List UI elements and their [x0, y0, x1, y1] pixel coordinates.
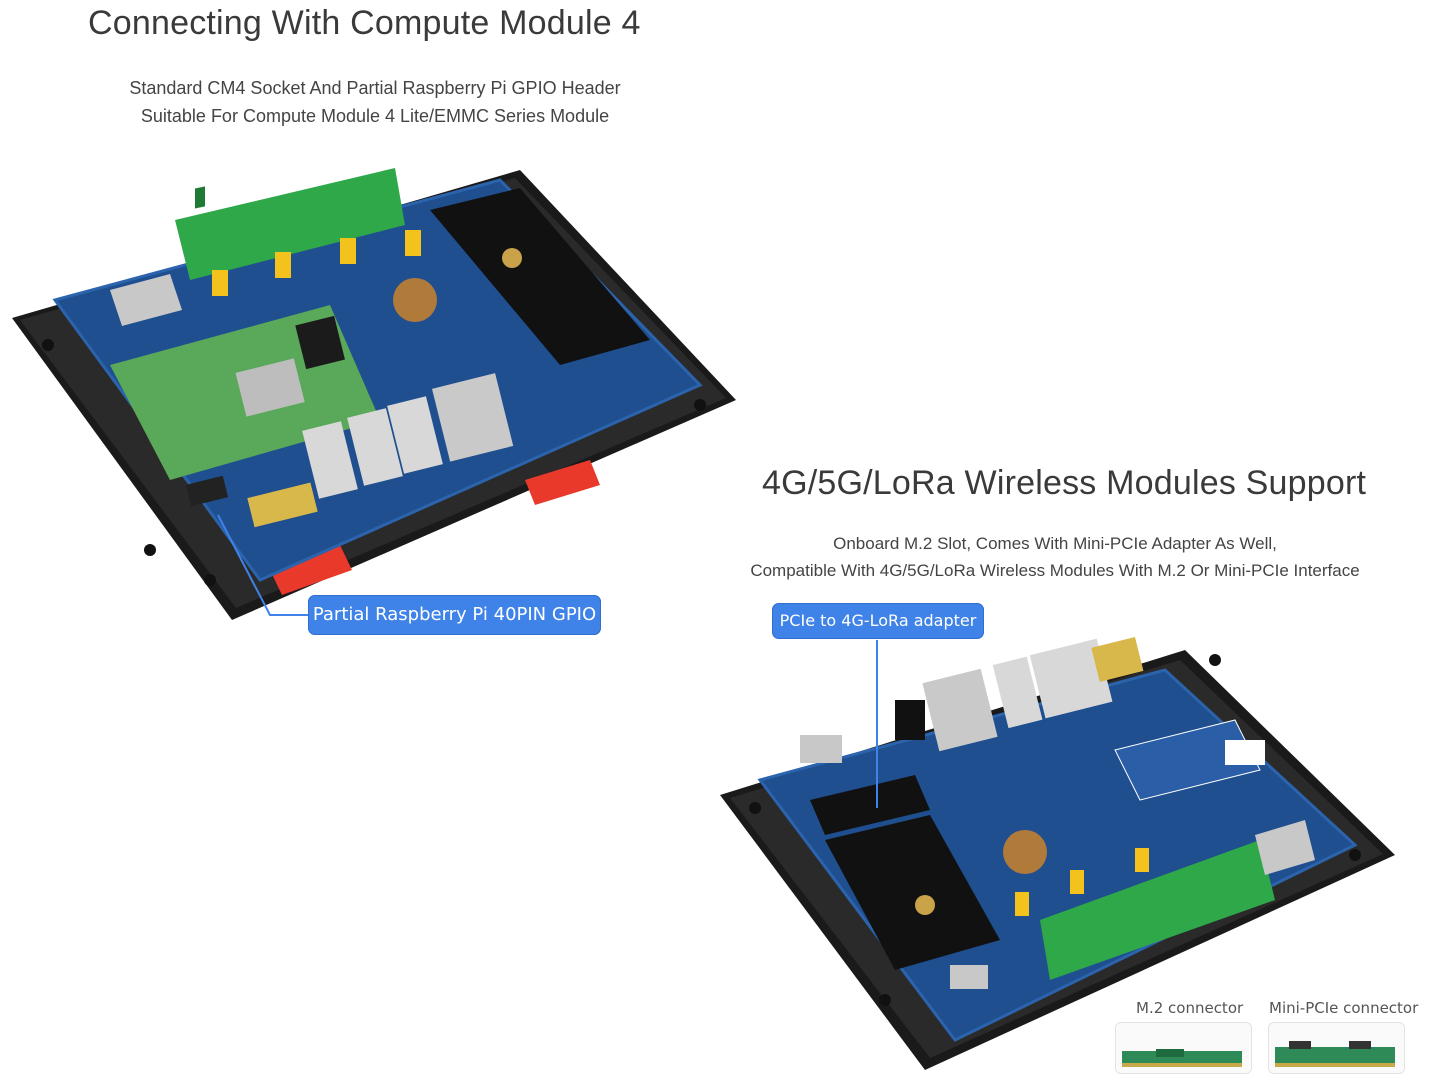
ethernet-port — [431, 373, 514, 462]
minipcie-connector-image — [1268, 1022, 1405, 1074]
usb-c-port — [800, 735, 842, 763]
terminal-block-2 — [1040, 840, 1275, 980]
mount-hole-1 — [42, 339, 54, 351]
jumper-3 — [340, 238, 356, 264]
mount-hole-3 — [204, 574, 216, 586]
hdmi-port-2 — [1091, 636, 1144, 682]
gpio-header — [185, 475, 229, 507]
sd-card-slot — [110, 274, 182, 326]
usb-port-3 — [387, 396, 443, 474]
din-clip-1 — [270, 545, 352, 595]
cm4-board-rotated-view — [720, 636, 1395, 1070]
gpio-callout: Partial Raspberry Pi 40PIN GPIO — [308, 595, 601, 635]
m2-connector-image — [1115, 1022, 1252, 1074]
jumper-2 — [275, 252, 291, 278]
section2-subtitle-line1: Onboard M.2 Slot, Comes With Mini-PCIe A… — [833, 534, 1277, 553]
rtc-battery — [393, 278, 437, 322]
hdmi-port — [247, 482, 318, 528]
rtc-battery-2 — [1003, 830, 1047, 874]
m2-connector-label: M.2 connector — [1136, 999, 1244, 1017]
section2-title: 4G/5G/LoRa Wireless Modules Support — [762, 464, 1367, 502]
pcie-adapter-card-2 — [825, 815, 1000, 970]
section1-subtitle-line2: Suitable For Compute Module 4 Lite/EMMC … — [140, 106, 610, 126]
terminal-block — [175, 168, 405, 280]
cm4-shield — [235, 358, 305, 417]
usb-port-2 — [347, 408, 403, 486]
din-clip-2 — [525, 460, 600, 505]
jumper-1 — [212, 270, 228, 296]
mount-hole-2 — [144, 544, 156, 556]
ethernet-port-2 — [922, 668, 998, 752]
cm4-board-top-view — [12, 168, 736, 620]
minipcie-connector-label: Mini-PCIe connector — [1269, 999, 1419, 1017]
usb-port-1 — [302, 421, 358, 499]
section2-subtitle-line2: Compatible With 4G/5G/LoRa Wireless Modu… — [750, 561, 1360, 580]
dc-jack — [895, 700, 925, 740]
callout1-line — [217, 514, 308, 616]
pcie-adapter-card — [430, 188, 650, 365]
section1-subtitle-line1: Standard CM4 Socket And Partial Raspberr… — [129, 78, 621, 98]
mount-hole-4 — [694, 399, 706, 411]
section1-title: Connecting With Compute Module 4 — [88, 4, 641, 42]
adapter-callout: PCIe to 4G-LoRa adapter — [772, 603, 984, 639]
m2-slot — [810, 775, 930, 835]
jumper-4 — [405, 230, 421, 256]
